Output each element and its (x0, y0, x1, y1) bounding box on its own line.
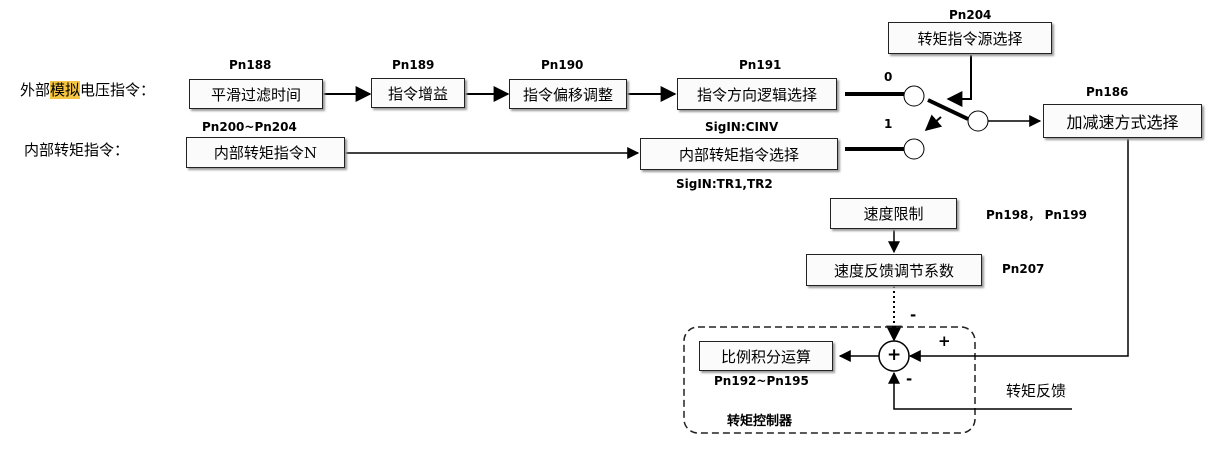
switch-label-1: 1 (884, 117, 893, 131)
block-gain: 指令增益 (371, 78, 465, 108)
block-speed-limit: 速度限制 (830, 198, 957, 229)
switch-blade (927, 98, 969, 121)
param-pn191: Pn191 (739, 58, 782, 72)
param-pn190: Pn190 (541, 58, 584, 72)
block-speed-feedback-coef: 速度反馈调节系数 (806, 254, 982, 286)
signal-sigin-tr: SigIN:TR1,TR2 (676, 177, 773, 191)
param-pn207: Pn207 (1002, 262, 1045, 276)
switch-contact-1 (903, 138, 925, 160)
analog-input-label: 外部模拟电压指令： (20, 79, 155, 100)
block-offset: 指令偏移调整 (509, 79, 627, 109)
internal-input-label: 内部转矩指令： (24, 141, 130, 159)
block-direction-logic: 指令方向逻辑选择 (677, 78, 837, 110)
sign-minus-top: - (910, 306, 917, 324)
switch-pivot (967, 110, 989, 132)
analog-input-highlight: 模拟 (50, 81, 81, 99)
param-pn188: Pn188 (229, 58, 272, 72)
signal-sigin-cinv: SigIN:CINV (705, 120, 779, 134)
torque-feedback-label: 转矩反馈 (1006, 382, 1067, 400)
analog-input-suffix: 电压指令： (80, 81, 156, 99)
sign-minus-bottom: - (906, 370, 913, 388)
switch-direction-arrow (924, 114, 943, 132)
block-torque-source-select: 转矩指令源选择 (888, 22, 1052, 54)
wire-torque-feedback (888, 371, 1072, 410)
torque-controller-boundary (683, 326, 976, 434)
param-pn186: Pn186 (1086, 85, 1129, 99)
block-accel-mode-select: 加减速方式选择 (1043, 104, 1202, 138)
param-pn198-pn199: Pn198， Pn199 (986, 208, 1087, 222)
switch-contact-0 (903, 85, 925, 107)
block-internal-torque-select: 内部转矩指令选择 (640, 138, 838, 170)
param-pn192-pn195: Pn192~Pn195 (714, 374, 809, 388)
wire-accel-to-sum (908, 138, 1129, 362)
block-pi-calc: 比例积分运算 (699, 341, 833, 371)
block-smooth-filter: 平滑过滤时间 (189, 79, 323, 109)
block-internal-torque-n: 内部转矩指令N (186, 137, 345, 168)
summing-symbol: + (887, 345, 902, 365)
sign-plus: + (938, 332, 951, 350)
wire-source-select-control (946, 55, 972, 107)
analog-input-prefix: 外部 (20, 81, 51, 99)
param-pn204: Pn204 (949, 8, 992, 22)
torque-controller-label: 转矩控制器 (727, 414, 793, 429)
param-pn200-pn204: Pn200~Pn204 (202, 120, 297, 134)
switch-label-0: 0 (884, 70, 893, 84)
param-pn189: Pn189 (392, 58, 435, 72)
